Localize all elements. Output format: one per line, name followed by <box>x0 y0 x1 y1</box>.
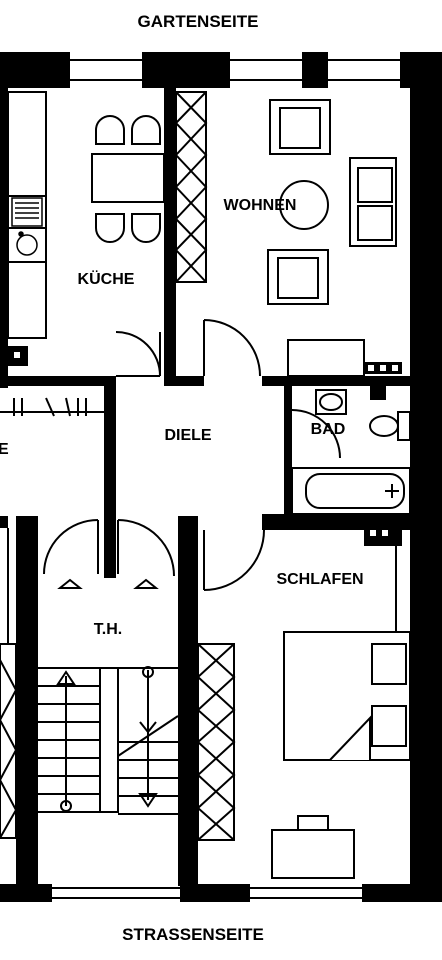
kitchen-counter <box>7 91 47 339</box>
living-furniture <box>267 99 397 377</box>
wardrobe-marks <box>0 397 104 417</box>
top-label: GARTENSEITE <box>138 12 259 31</box>
stairwell <box>38 578 179 815</box>
shaft-details <box>14 352 398 536</box>
kitchen-sink-icon <box>11 197 43 227</box>
room-label-living: WOHNEN <box>224 197 297 214</box>
bath-fixtures <box>291 389 411 515</box>
fragment-label: E <box>0 441 9 458</box>
left-wardrobe <box>0 643 18 839</box>
bedroom-furniture <box>271 546 411 879</box>
doors <box>43 319 341 591</box>
windows <box>52 59 400 899</box>
room-label-bath: BAD <box>311 421 346 438</box>
kitchen-table <box>91 115 165 243</box>
bottom-label: STRASSENSEITE <box>122 925 264 944</box>
living-shelf <box>174 91 208 283</box>
kitchen-stove-icon <box>16 231 38 256</box>
room-label-kitchen: KÜCHE <box>78 269 135 288</box>
exterior-walls <box>0 52 442 902</box>
room-label-hall: DIELE <box>164 427 211 444</box>
room-label-bedroom: SCHLAFEN <box>276 571 363 588</box>
interior-walls <box>0 88 410 886</box>
bedroom-wardrobe <box>196 643 236 841</box>
room-label-stairwell: T.H. <box>94 621 122 638</box>
